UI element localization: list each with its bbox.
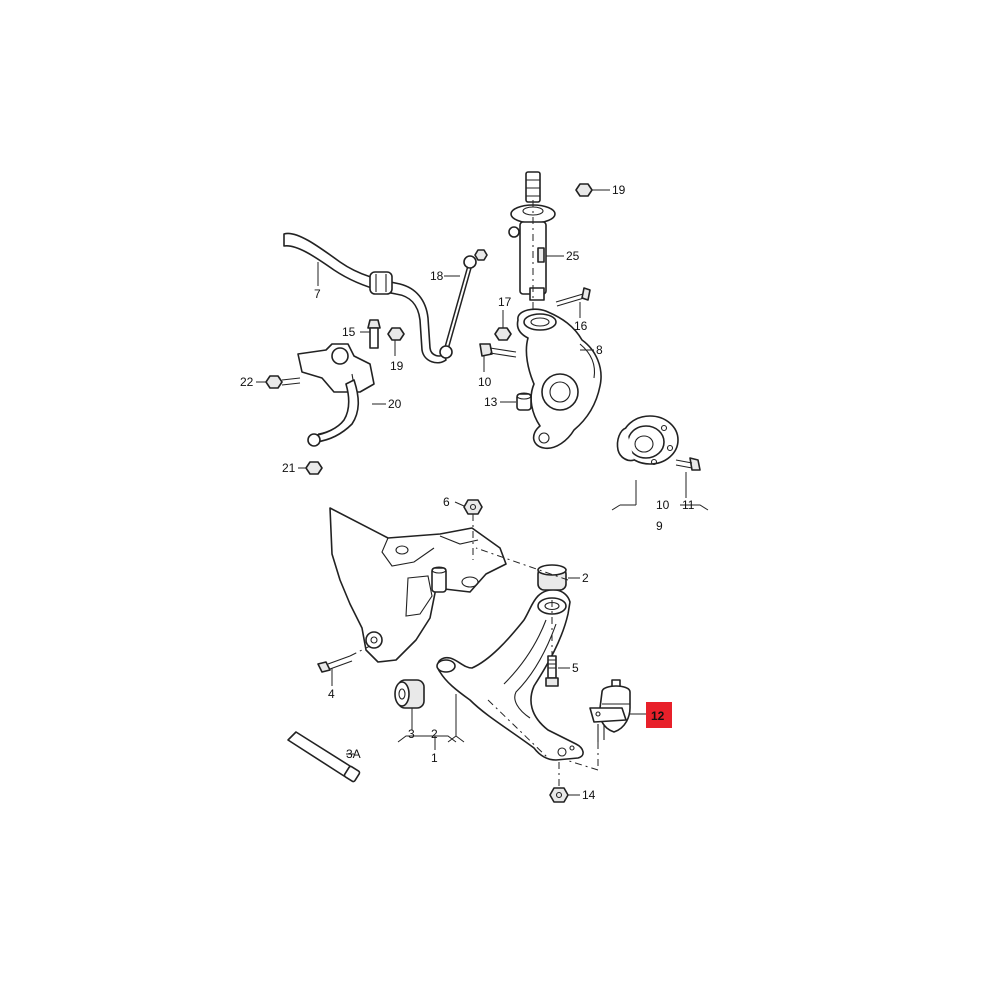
bolt-15	[367, 319, 381, 349]
label-13: 13	[484, 395, 498, 409]
label-4: 4	[328, 687, 335, 701]
callout-labels: 19 25 18 7 15 19 17 16 10 8 13 20 22 21 …	[240, 183, 695, 802]
nut-19-left	[387, 327, 405, 341]
coupling-rod	[439, 249, 488, 359]
label-1: 1	[431, 751, 438, 765]
label-19-left: 19	[390, 359, 404, 373]
subframe	[329, 507, 507, 663]
bolt-4	[317, 655, 353, 673]
nut-17	[494, 327, 512, 341]
label-5: 5	[572, 661, 579, 675]
label-20: 20	[388, 397, 402, 411]
wheel-hub	[616, 415, 679, 466]
grease-tube	[287, 731, 361, 783]
label-19-top: 19	[612, 183, 626, 197]
assembly-lines	[349, 200, 599, 788]
label-2-front: 2	[431, 727, 438, 741]
label-6: 6	[443, 495, 450, 509]
highlight-box-12	[646, 702, 672, 728]
label-25: 25	[566, 249, 580, 263]
control-arm	[436, 589, 584, 761]
label-8: 8	[596, 343, 603, 357]
nut-21	[305, 461, 323, 475]
label-12: 12	[651, 709, 665, 723]
bushing-3	[394, 679, 425, 709]
steering-knuckle	[516, 308, 602, 450]
nut-6	[463, 499, 483, 515]
washer-strut-top	[508, 226, 520, 238]
nut-14	[549, 787, 569, 803]
nut-19-top	[575, 183, 593, 197]
bolt-22	[265, 375, 301, 389]
label-7: 7	[314, 287, 321, 301]
label-16: 16	[574, 319, 588, 333]
label-3A: 3A	[346, 747, 361, 761]
label-3: 3	[408, 727, 415, 741]
bolt-16	[555, 287, 591, 307]
label-11: 11	[682, 498, 695, 512]
leader-lines	[256, 189, 709, 796]
label-21: 21	[282, 461, 296, 475]
label-10-hub: 10	[656, 498, 670, 512]
label-9: 9	[656, 519, 663, 533]
bushing-2-rear	[537, 564, 567, 591]
stabilizer-bar	[283, 232, 447, 364]
label-15: 15	[342, 325, 356, 339]
label-2-rear: 2	[582, 571, 589, 585]
sensor-bracket	[297, 343, 375, 447]
bolt-11	[675, 457, 701, 471]
ball-joint	[589, 679, 631, 742]
label-17: 17	[498, 295, 512, 309]
bolt-5	[545, 655, 559, 687]
label-18: 18	[430, 269, 444, 283]
bushing-13	[516, 392, 532, 411]
label-10-knuckle: 10	[478, 375, 492, 389]
bolt-10-knuckle	[479, 343, 517, 358]
label-22: 22	[240, 375, 254, 389]
label-14: 14	[582, 788, 596, 802]
